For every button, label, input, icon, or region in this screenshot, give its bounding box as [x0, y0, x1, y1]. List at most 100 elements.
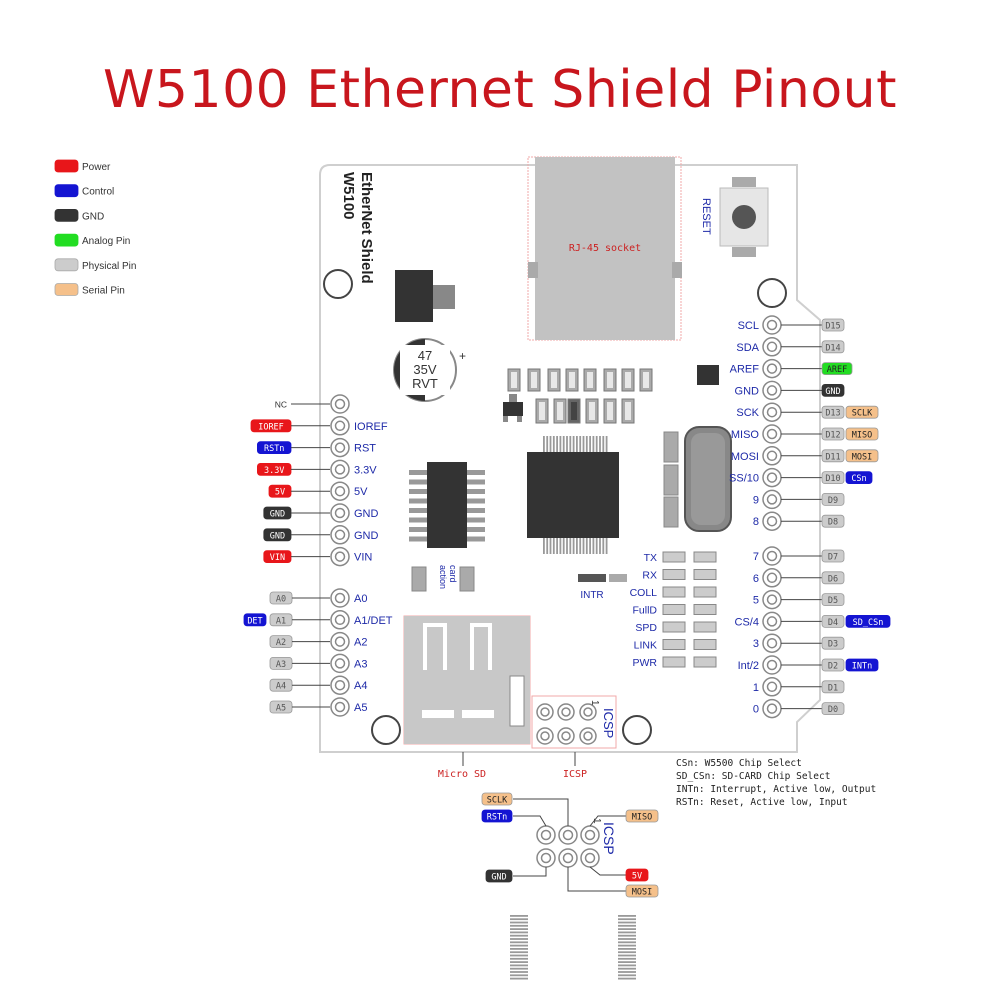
icsp-detail-5v-bg — [625, 868, 649, 882]
chip-pin — [579, 536, 582, 554]
chip-pin — [562, 536, 565, 554]
icsp-detail-mosi: MOSI — [632, 888, 652, 898]
chip-pin — [510, 948, 528, 950]
led-label: LINK — [634, 640, 657, 652]
chip-pin — [618, 934, 636, 937]
legend-label: Power — [82, 162, 111, 173]
header-pin-hole — [334, 442, 346, 453]
legend-swatch — [54, 184, 79, 198]
power-pin-label: RST — [354, 443, 376, 455]
chip-pin — [510, 961, 528, 963]
header-pin-hole — [766, 363, 778, 374]
icsp-leader — [513, 867, 547, 877]
digital-phys-tag-bg — [821, 383, 845, 397]
soic-pin — [409, 527, 429, 532]
chip-pin — [562, 436, 565, 454]
analog-pin-label: A5 — [354, 702, 367, 714]
mounting-hole — [757, 278, 787, 308]
header-pin-hole — [766, 572, 778, 584]
chip-pin — [618, 964, 636, 967]
digital-phys-tag-bg — [821, 340, 845, 354]
led — [662, 604, 686, 615]
capacitor-line-1: 47 — [418, 348, 432, 363]
digital-pin-label: CS/4 — [735, 616, 759, 628]
note-line: SD_CSn: SD-CARD Chip Select — [676, 771, 830, 782]
icsp-pin-hole — [540, 731, 550, 741]
chip-pin — [549, 436, 552, 454]
digital-phys-tag: D6 — [828, 574, 838, 584]
micro-sd-pad — [462, 710, 494, 718]
smd-part-body — [589, 402, 595, 420]
icsp-detail-pin-hole — [584, 829, 596, 841]
chip-pin — [569, 436, 572, 454]
power-tag: 3.3V — [264, 466, 284, 476]
reset-button-leg — [732, 177, 756, 187]
header-pin-hole — [766, 385, 778, 396]
reset-button-cap — [732, 205, 756, 229]
soic-pin — [409, 508, 429, 513]
capacitor-label-bg — [400, 345, 450, 395]
soic-pin — [465, 527, 485, 532]
smd-row-mid — [535, 398, 635, 424]
micro-sd-contact — [470, 623, 492, 670]
digital-phys-tag-bg — [821, 702, 845, 715]
digital-pin-label: Int/2 — [738, 660, 759, 672]
capacitor-plus: + — [459, 349, 466, 363]
chip-pin — [510, 928, 528, 930]
brand-line1: EtherNet Shield — [358, 172, 375, 284]
soic-body — [427, 462, 467, 548]
crystal-inner — [691, 433, 725, 525]
power-tag: GND — [270, 531, 285, 541]
soic-pin — [465, 498, 485, 504]
digital-ext-tag: CSn — [851, 474, 866, 484]
smd-part-body — [607, 372, 613, 388]
digital-ext-tag: SD_CSn — [853, 618, 884, 628]
digital-ext-tag: MISO — [852, 431, 872, 441]
icsp-detail-rstn: RSTn — [487, 813, 507, 823]
chip-pin — [543, 436, 545, 454]
chip-pin — [510, 951, 528, 954]
header-pin-hole — [766, 616, 778, 627]
analog-pin-label: A4 — [354, 680, 367, 692]
digital-phys-tag-bg — [821, 680, 845, 694]
chip-pin — [618, 931, 636, 934]
digital-phys-tag: D5 — [828, 596, 838, 606]
card-part — [411, 566, 427, 592]
chip-pin — [618, 961, 636, 963]
chip-pin — [510, 954, 528, 957]
chip-pin — [618, 918, 636, 921]
chip-pin — [576, 436, 578, 454]
smd-part-body — [539, 402, 545, 420]
header-pin-hole — [766, 406, 778, 418]
smd-part-body — [587, 372, 593, 388]
chip-pin — [618, 957, 636, 960]
icsp-leader — [589, 866, 626, 876]
digital-phys-tag: AREF — [827, 365, 847, 375]
digital-pin-label: SDA — [736, 342, 759, 354]
rj45-label: RJ-45 socket — [569, 243, 641, 254]
icsp-board-outline — [531, 695, 617, 749]
digital-phys-tag: D14 — [825, 343, 840, 353]
smd-part-body — [625, 402, 631, 420]
chip-pin — [582, 436, 585, 454]
rj45-tab — [672, 262, 682, 278]
led — [662, 551, 686, 563]
mounting-hole — [622, 715, 652, 745]
chip-pin — [556, 536, 558, 554]
header-pin-hole — [334, 485, 346, 497]
capacitor-line-3: RVT — [412, 376, 438, 391]
note-line: INTn: Interrupt, Active low, Output — [676, 784, 876, 795]
chip-pin — [510, 957, 528, 960]
header-pin-hole — [334, 636, 346, 647]
soic-pin — [409, 470, 429, 475]
chip-pin — [510, 934, 528, 937]
digital-phys-tag-bg — [821, 449, 845, 463]
chip-pin — [605, 436, 608, 454]
header-pin-hole — [334, 551, 346, 562]
chip-pin — [618, 921, 636, 924]
mounting-hole — [323, 269, 353, 299]
digital-phys-tag: D0 — [828, 705, 838, 715]
